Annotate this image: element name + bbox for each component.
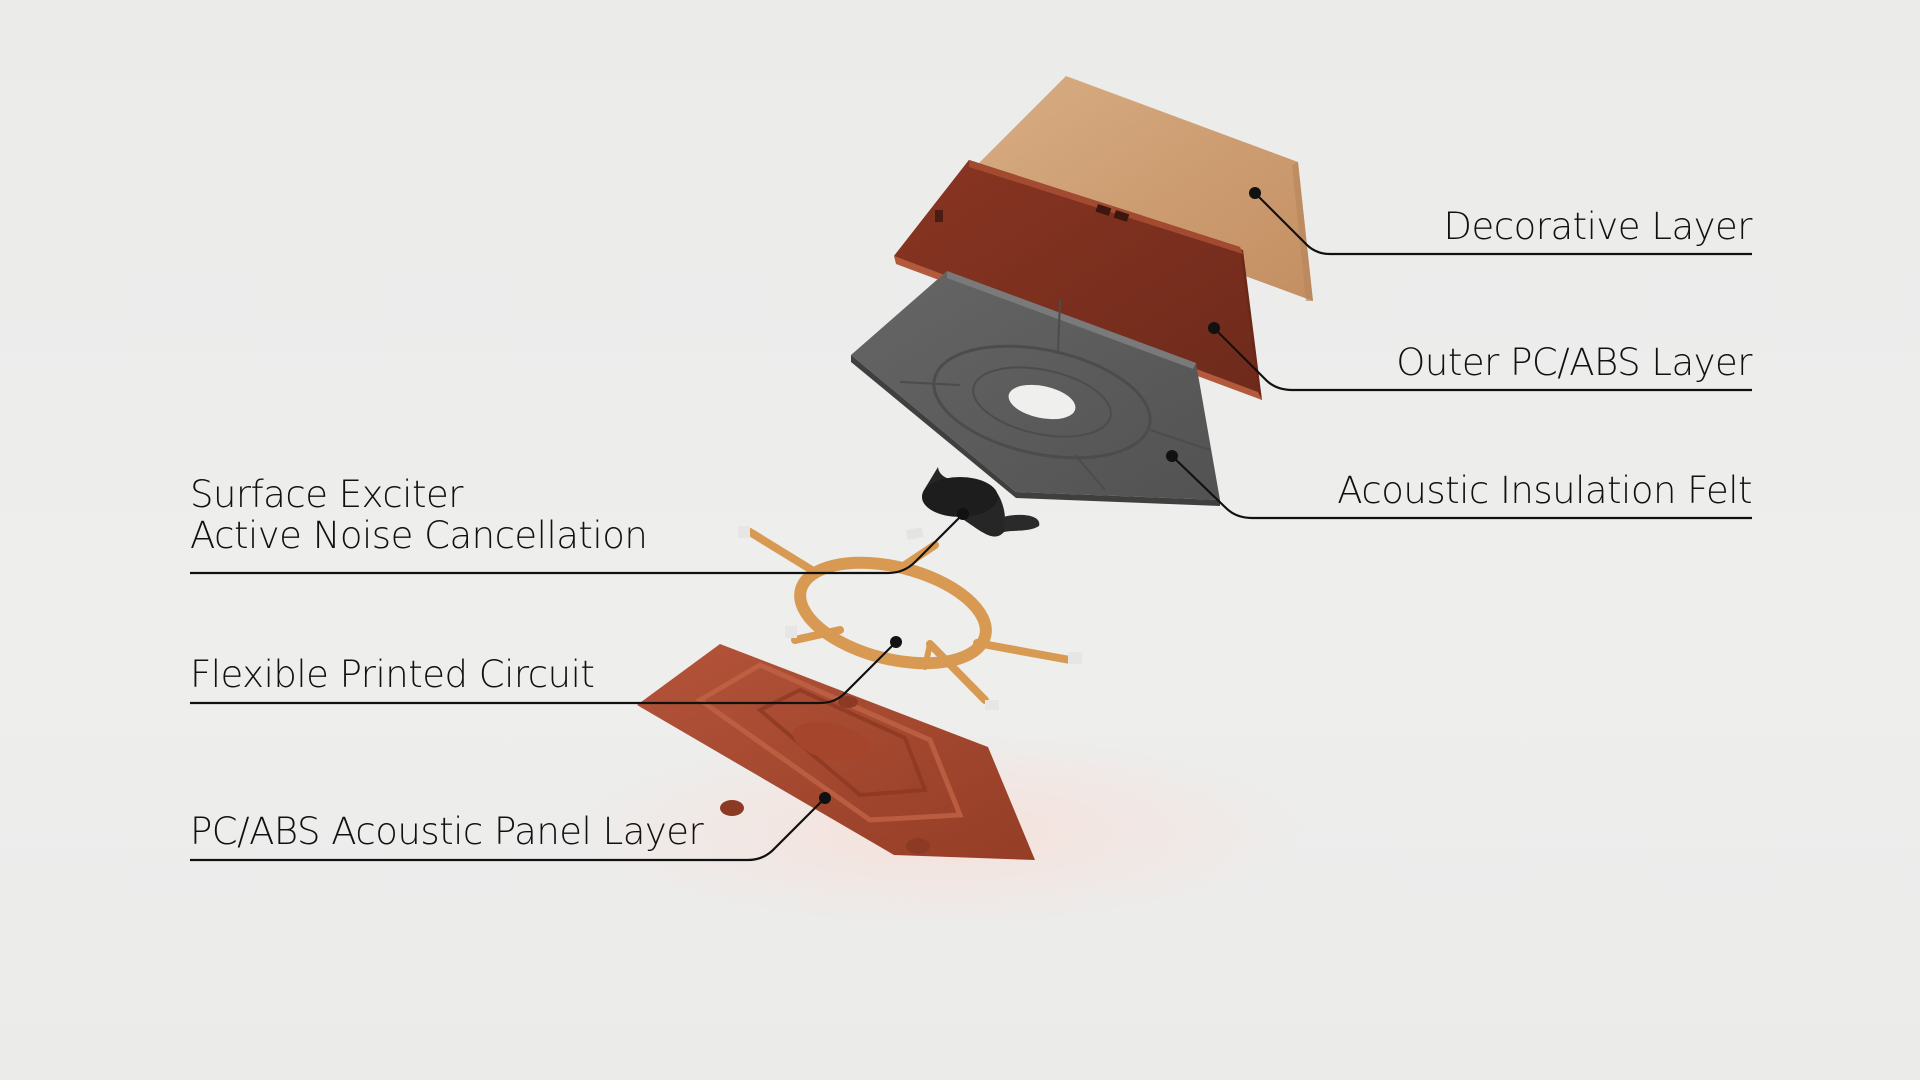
label-active-noise-cancellation: Active Noise Cancellation <box>190 513 648 557</box>
leader-flexible-printed-circuit <box>190 641 897 705</box>
label-outer-pc-abs-layer: Outer PC/ABS Layer <box>1396 341 1752 384</box>
label-acoustic-insulation-felt: Acoustic Insulation Felt <box>1337 469 1752 512</box>
label-surface-exciter: Surface Exciter <box>190 473 463 516</box>
leader-acoustic-insulation-felt <box>1171 455 1752 520</box>
leader-dot-decorative-layer <box>1249 187 1261 199</box>
label-pc-abs-acoustic-panel-layer: PC/ABS Acoustic Panel Layer <box>190 810 704 853</box>
leader-lines <box>190 192 1752 862</box>
leader-dot-surface-exciter <box>957 508 969 520</box>
leader-dot-flexible-printed-circuit <box>890 636 902 648</box>
leader-decorative-layer <box>1254 192 1752 256</box>
label-surface-exciter-group: Surface Exciter Active Noise Cancellatio… <box>190 473 648 557</box>
leader-pc-abs-acoustic-panel <box>190 797 826 862</box>
label-flexible-printed-circuit: Flexible Printed Circuit <box>190 653 595 696</box>
leader-dot-outer-pc-abs-layer <box>1208 322 1220 334</box>
leader-dot-pc-abs-acoustic-panel <box>819 792 831 804</box>
acoustic-insulation-felt-part <box>851 271 1220 506</box>
leader-outer-pc-abs-layer <box>1213 327 1752 392</box>
leader-surface-exciter <box>190 513 964 575</box>
leader-dot-acoustic-insulation-felt <box>1166 450 1178 462</box>
surface-exciter-part <box>906 467 1040 540</box>
leader-dots <box>819 187 1261 804</box>
label-decorative-layer: Decorative Layer <box>1443 205 1753 248</box>
pc-abs-acoustic-panel-part <box>637 644 1035 860</box>
